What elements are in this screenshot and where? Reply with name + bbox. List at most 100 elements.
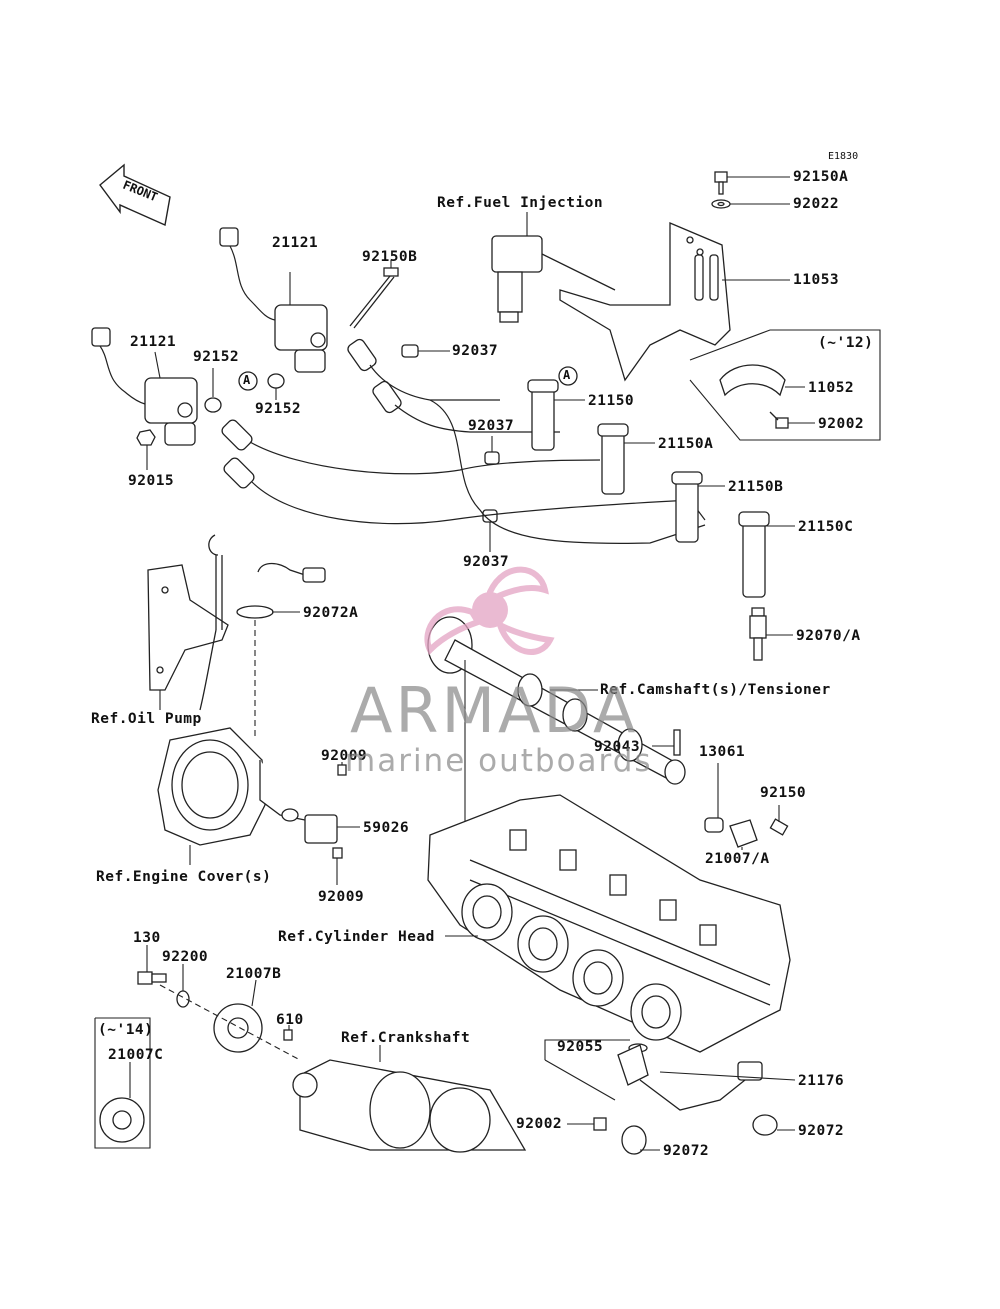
label-21007B: 21007B <box>226 966 282 982</box>
front-arrow-icon: FRONT <box>99 163 171 227</box>
rotor-13061 <box>704 817 724 833</box>
callout-a-left <box>238 371 258 391</box>
fuel-injection-unit <box>491 235 616 323</box>
label-92150A: 92150A <box>793 169 849 185</box>
range-box-14 <box>94 1017 151 1149</box>
plug-cap-21150C <box>738 511 770 598</box>
rotor-21007A <box>729 819 758 848</box>
label-ref-fuel-injection: Ref.Fuel Injection <box>437 195 604 211</box>
lead-wire-4 <box>251 481 706 525</box>
sensor-21176 <box>617 1044 763 1111</box>
label-92152-right: 92152 <box>255 401 302 417</box>
label-92150B: 92150B <box>362 249 418 265</box>
label-11052: 11052 <box>808 380 855 396</box>
leader-21176 <box>659 1071 796 1081</box>
bracket-11053 <box>559 222 731 382</box>
dipstick <box>199 534 223 711</box>
label-92055: 92055 <box>557 1039 604 1055</box>
bolt-130 <box>137 971 167 985</box>
leader-21121-lower <box>154 351 161 379</box>
label-ref-oil-pump: Ref.Oil Pump <box>91 711 202 727</box>
label-ref-camshaft: Ref.Camshaft(s)/Tensioner <box>600 682 831 698</box>
lead-wire-3 <box>249 441 601 475</box>
clamp-92072-right <box>752 1114 778 1136</box>
label-92072-left: 92072 <box>663 1143 710 1159</box>
oil-pump-bracket <box>147 564 229 691</box>
label-92070A: 92070/A <box>796 628 861 644</box>
clamp-92037-b <box>484 451 500 465</box>
clamp-92037-a <box>401 344 419 358</box>
label-92015: 92015 <box>128 473 175 489</box>
label-21150A: 21150A <box>658 436 714 452</box>
callout-a-right <box>558 366 578 386</box>
label-92200: 92200 <box>162 949 209 965</box>
label-21007A: 21007/A <box>705 851 770 867</box>
watermark-subtitle: marine outboards <box>345 743 653 779</box>
label-ref-crankshaft: Ref.Crankshaft <box>341 1030 471 1046</box>
label-21007C: 21007C <box>108 1047 164 1063</box>
label-92037-c: 92037 <box>463 554 510 570</box>
plug-cap-21150 <box>527 379 559 451</box>
label-range-12: (~'12) <box>818 335 874 351</box>
coil-wire-lower <box>99 345 146 405</box>
label-59026: 59026 <box>363 820 410 836</box>
washer-92022 <box>711 199 731 209</box>
bolt-92150 <box>769 818 789 836</box>
spacer-92152-left <box>204 397 222 413</box>
label-21121-lower: 21121 <box>130 334 177 350</box>
clamp-92072-left <box>621 1125 647 1155</box>
gear-21007B <box>213 1003 263 1053</box>
label-11053: 11053 <box>793 272 840 288</box>
spark-plug-92070A <box>749 607 767 661</box>
lead-wire-1 <box>369 364 500 401</box>
gear-21007C <box>99 1097 145 1143</box>
armada-logo-icon <box>424 566 555 656</box>
crankshaft <box>292 1059 527 1153</box>
label-92009-lower: 92009 <box>318 889 365 905</box>
label-21150C: 21150C <box>798 519 854 535</box>
watermark-title: ARMADA <box>350 674 639 747</box>
label-92009-upper: 92009 <box>321 748 368 764</box>
bolt-92009-lower <box>332 847 343 859</box>
label-21150B: 21150B <box>728 479 784 495</box>
ignition-coil-upper <box>219 227 328 373</box>
label-21176: 21176 <box>798 1073 845 1089</box>
label-130: 130 <box>133 930 161 946</box>
diagram-code: E1830 <box>828 151 859 162</box>
callout-a-right-text: A <box>563 368 571 382</box>
label-92002-upper: 92002 <box>818 416 865 432</box>
hose-92072A <box>236 562 326 619</box>
label-92043: 92043 <box>594 739 641 755</box>
lead-wire-2 <box>394 404 560 433</box>
label-92002-lower: 92002 <box>516 1116 563 1132</box>
bolt-92002-upper <box>769 411 789 429</box>
leader-92055-down <box>544 1059 616 1101</box>
cylinder-head <box>427 794 791 1053</box>
label-92037-a: 92037 <box>452 343 499 359</box>
label-92150: 92150 <box>760 785 807 801</box>
clamp-11052 <box>719 364 786 397</box>
sensor-59026 <box>259 760 338 844</box>
callout-a-left-text: A <box>243 373 251 387</box>
label-range-14: (~'14) <box>98 1022 154 1038</box>
dash-crank-axis <box>159 984 301 1061</box>
label-92072A: 92072A <box>303 605 359 621</box>
plug-cap-21150A <box>597 423 629 495</box>
bolt-92002-lower <box>593 1117 607 1131</box>
leader-92055-box <box>544 1039 630 1060</box>
plug-cap-21150B <box>671 471 703 543</box>
label-ref-cylinder-head: Ref.Cylinder Head <box>278 929 435 945</box>
label-21150: 21150 <box>588 393 635 409</box>
engine-cover <box>157 727 266 846</box>
pin-610 <box>283 1029 293 1041</box>
label-13061: 13061 <box>699 744 746 760</box>
leader-21007B <box>251 979 257 1007</box>
label-21121-upper: 21121 <box>272 235 319 251</box>
label-92072-right: 92072 <box>798 1123 845 1139</box>
label-92152-left: 92152 <box>193 349 240 365</box>
ignition-coil-lower <box>91 327 198 446</box>
label-92037-b: 92037 <box>468 418 515 434</box>
label-610: 610 <box>276 1012 304 1028</box>
range-box-12 <box>689 329 881 441</box>
